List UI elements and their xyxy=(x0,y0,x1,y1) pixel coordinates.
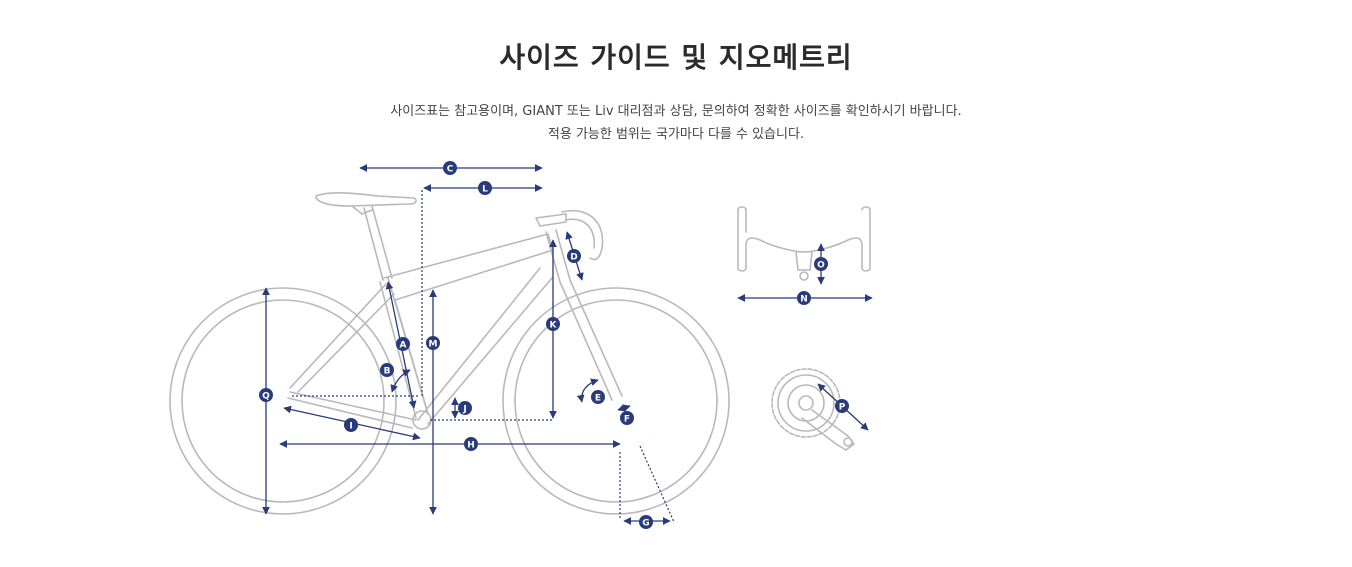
svg-text:L: L xyxy=(482,185,488,195)
crankset-view xyxy=(771,368,855,451)
label-f: F xyxy=(620,411,634,425)
label-k: K xyxy=(546,317,560,331)
label-n: N xyxy=(797,291,811,305)
label-h: H xyxy=(464,437,478,451)
rear-wheel xyxy=(169,287,397,515)
description-line-1: 사이즈표는 참고용이며, GIANT 또는 Liv 대리점과 상담, 문의하여 … xyxy=(390,104,962,119)
svg-text:I: I xyxy=(349,422,352,432)
svg-text:J: J xyxy=(462,405,466,415)
label-m: M xyxy=(426,336,440,350)
svg-text:E: E xyxy=(595,394,601,404)
svg-text:F: F xyxy=(624,415,630,425)
label-d: D xyxy=(567,249,581,263)
label-p: P xyxy=(835,399,849,413)
front-wheel xyxy=(502,287,730,515)
handlebar-front-view xyxy=(737,206,871,281)
bike-frame xyxy=(287,192,623,430)
description-line-2: 적용 가능한 범위는 국가마다 다를 수 있습니다. xyxy=(547,127,805,142)
measurement-lines xyxy=(262,164,873,525)
svg-text:C: C xyxy=(447,165,454,175)
svg-text:P: P xyxy=(839,403,846,413)
label-l: L xyxy=(478,181,492,195)
label-j: J xyxy=(458,401,472,415)
svg-text:K: K xyxy=(550,321,558,331)
svg-text:O: O xyxy=(817,261,825,271)
label-c: C xyxy=(443,161,457,175)
svg-text:M: M xyxy=(429,340,438,350)
bicycle-illustration xyxy=(169,192,730,515)
svg-text:A: A xyxy=(400,341,407,351)
label-i: I xyxy=(344,418,358,432)
label-o: O xyxy=(814,257,828,271)
page-title: 사이즈 가이드 및 지오메트리 xyxy=(499,41,853,74)
svg-text:N: N xyxy=(800,295,808,305)
label-b: B xyxy=(380,363,394,377)
svg-text:G: G xyxy=(642,519,649,529)
label-e: E xyxy=(591,390,605,404)
svg-text:H: H xyxy=(467,441,475,451)
svg-text:D: D xyxy=(570,253,577,263)
svg-text:Q: Q xyxy=(262,392,270,402)
label-a: A xyxy=(396,337,410,351)
label-q: Q xyxy=(259,388,273,402)
label-g: G xyxy=(639,515,653,529)
svg-text:B: B xyxy=(384,367,391,377)
